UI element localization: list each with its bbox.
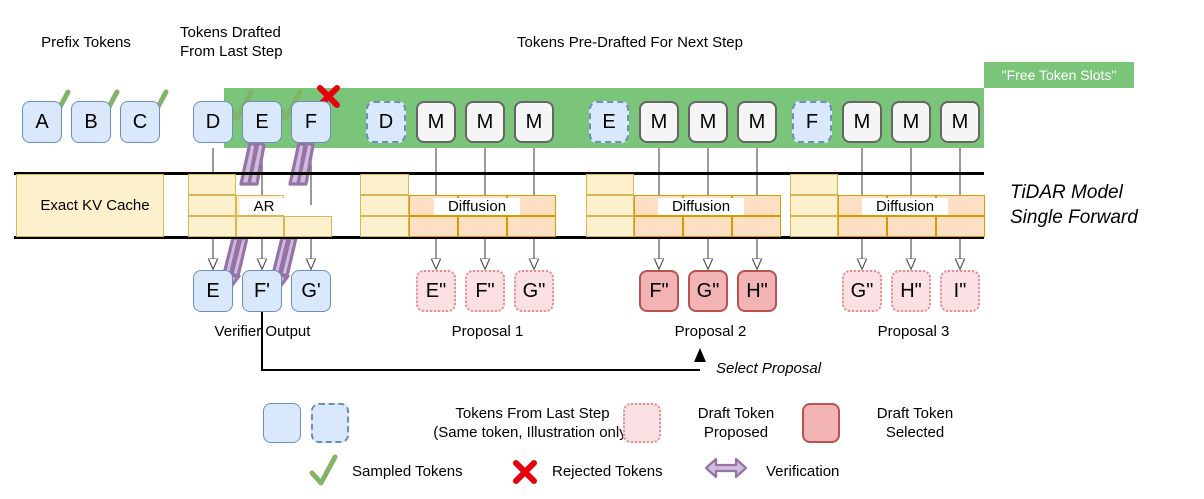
header-prefix-tokens: Prefix Tokens bbox=[41, 34, 131, 51]
verifier-output-token-2[interactable]: F' bbox=[242, 270, 282, 312]
proposal-1-token-3[interactable]: G" bbox=[514, 270, 554, 312]
legend-text-verification: Verification bbox=[766, 463, 840, 480]
prefix-token-a[interactable]: A bbox=[22, 101, 62, 143]
kv-rule-top-3 bbox=[328, 172, 560, 175]
proposal-2-token-2[interactable]: G" bbox=[688, 270, 728, 312]
kv-rule-top-2 bbox=[180, 172, 328, 175]
ar-cell-r3c3 bbox=[284, 216, 332, 237]
prefix-token-c[interactable]: C bbox=[120, 101, 160, 143]
kv-rule-top-1 bbox=[14, 172, 180, 175]
drafted-token-f[interactable]: F bbox=[291, 101, 331, 143]
diff3-r2c2 bbox=[887, 216, 936, 237]
drafted-token-e[interactable]: E bbox=[242, 101, 282, 143]
legend-text-rejected-tokens: Rejected Tokens bbox=[552, 463, 663, 480]
kv-exact-cache-block bbox=[16, 174, 164, 237]
predraft-anchor-f[interactable]: F bbox=[792, 101, 832, 143]
proposal-2-token-3[interactable]: H" bbox=[737, 270, 777, 312]
ar-cell-r3c1 bbox=[188, 216, 236, 237]
kv-rule-top-4 bbox=[560, 172, 784, 175]
diff1-prefix-r1 bbox=[360, 174, 409, 195]
diff1-r2c1 bbox=[409, 216, 458, 237]
diff2-prefix-r2 bbox=[586, 195, 634, 216]
proposal-1-token-1[interactable]: E" bbox=[416, 270, 456, 312]
diff2-r2c1 bbox=[634, 216, 683, 237]
predraft-mask-1-2[interactable]: M bbox=[465, 101, 505, 143]
header-predrafted-next-step: Tokens Pre-Drafted For Next Step bbox=[517, 34, 743, 51]
predraft-anchor-e[interactable]: E bbox=[589, 101, 629, 143]
diff2-prefix-r1 bbox=[586, 174, 634, 195]
diffusion-label-1: Diffusion bbox=[434, 198, 520, 215]
legend-swatch-draft-proposed bbox=[623, 403, 661, 443]
predraft-mask-3-1[interactable]: M bbox=[842, 101, 882, 143]
diffusion-label-2: Diffusion bbox=[658, 198, 744, 215]
ar-cell-r1c1 bbox=[188, 174, 236, 195]
select-proposal-label: Select Proposal bbox=[716, 360, 822, 377]
kv-exact-cache-label: Exact KV Cache bbox=[40, 197, 150, 214]
diff3-prefix-r3 bbox=[790, 216, 838, 237]
header-drafted-last-step: Tokens Drafted From Last Step bbox=[180, 24, 283, 60]
predraft-mask-2-2[interactable]: M bbox=[688, 101, 728, 143]
diffusion-label-3: Diffusion bbox=[862, 198, 948, 215]
legend-text-sampled-tokens: Sampled Tokens bbox=[352, 463, 463, 480]
legend-swatch-dashed-blue bbox=[311, 403, 349, 443]
kv-rule-bot-4 bbox=[560, 236, 784, 239]
proposal-1-token-2[interactable]: F" bbox=[465, 270, 505, 312]
predraft-anchor-d[interactable]: D bbox=[366, 101, 406, 143]
legend-text-draft-proposed: Draft Token Proposed bbox=[697, 405, 775, 441]
diff2-prefix-r3 bbox=[586, 216, 634, 237]
diff1-prefix-r3 bbox=[360, 216, 409, 237]
drafted-token-d[interactable]: D bbox=[193, 101, 233, 143]
proposal-3-token-3[interactable]: I" bbox=[940, 270, 980, 312]
verifier-output-token-3[interactable]: G' bbox=[291, 270, 331, 312]
legend-double-arrow-icon bbox=[704, 457, 748, 479]
free-token-slots-label: "Free Token Slots" bbox=[984, 62, 1134, 88]
proposal-2-token-1[interactable]: F" bbox=[639, 270, 679, 312]
kv-rule-top-5 bbox=[784, 172, 984, 175]
diff1-r2c2 bbox=[458, 216, 507, 237]
model-note: TiDAR Model Single Forward bbox=[1010, 182, 1138, 228]
legend-cross-icon bbox=[513, 460, 537, 484]
legend-swatch-solid-blue bbox=[263, 403, 301, 443]
predraft-mask-2-3[interactable]: M bbox=[737, 101, 777, 143]
legend-text-draft-selected: Draft Token Selected bbox=[876, 405, 954, 441]
predraft-mask-3-3[interactable]: M bbox=[940, 101, 980, 143]
proposal-3-token-1[interactable]: G" bbox=[842, 270, 882, 312]
kv-rule-bot-1 bbox=[14, 236, 180, 239]
proposal-1-caption: Proposal 1 bbox=[451, 323, 524, 340]
predraft-mask-1-3[interactable]: M bbox=[514, 101, 554, 143]
verifier-output-token-1[interactable]: E bbox=[193, 270, 233, 312]
ar-cell-r3c2 bbox=[236, 216, 284, 237]
kv-rule-bot-3 bbox=[328, 236, 560, 239]
predraft-mask-3-2[interactable]: M bbox=[891, 101, 931, 143]
proposal-3-token-2[interactable]: H" bbox=[891, 270, 931, 312]
diff3-r2c1 bbox=[838, 216, 887, 237]
diff2-r2c2 bbox=[683, 216, 732, 237]
proposal-2-caption: Proposal 2 bbox=[674, 323, 747, 340]
kv-rule-bot-5 bbox=[784, 236, 984, 239]
kv-rule-bot-2 bbox=[180, 236, 328, 239]
diff3-prefix-r2 bbox=[790, 195, 838, 216]
legend-check-icon bbox=[309, 454, 338, 486]
ar-label: AR bbox=[240, 198, 288, 215]
diff3-r2c3 bbox=[936, 216, 985, 237]
proposal-3-caption: Proposal 3 bbox=[877, 323, 950, 340]
verifier-output-caption: Verifier Output bbox=[214, 323, 311, 340]
prefix-token-b[interactable]: B bbox=[71, 101, 111, 143]
diff1-r2c3 bbox=[507, 216, 556, 237]
legend-swatch-draft-selected bbox=[802, 403, 840, 443]
ar-cell-r2c1 bbox=[188, 195, 236, 216]
diff3-prefix-r1 bbox=[790, 174, 838, 195]
predraft-mask-2-1[interactable]: M bbox=[639, 101, 679, 143]
diff1-prefix-r2 bbox=[360, 195, 409, 216]
diff2-r2c3 bbox=[732, 216, 781, 237]
predraft-mask-1-1[interactable]: M bbox=[416, 101, 456, 143]
